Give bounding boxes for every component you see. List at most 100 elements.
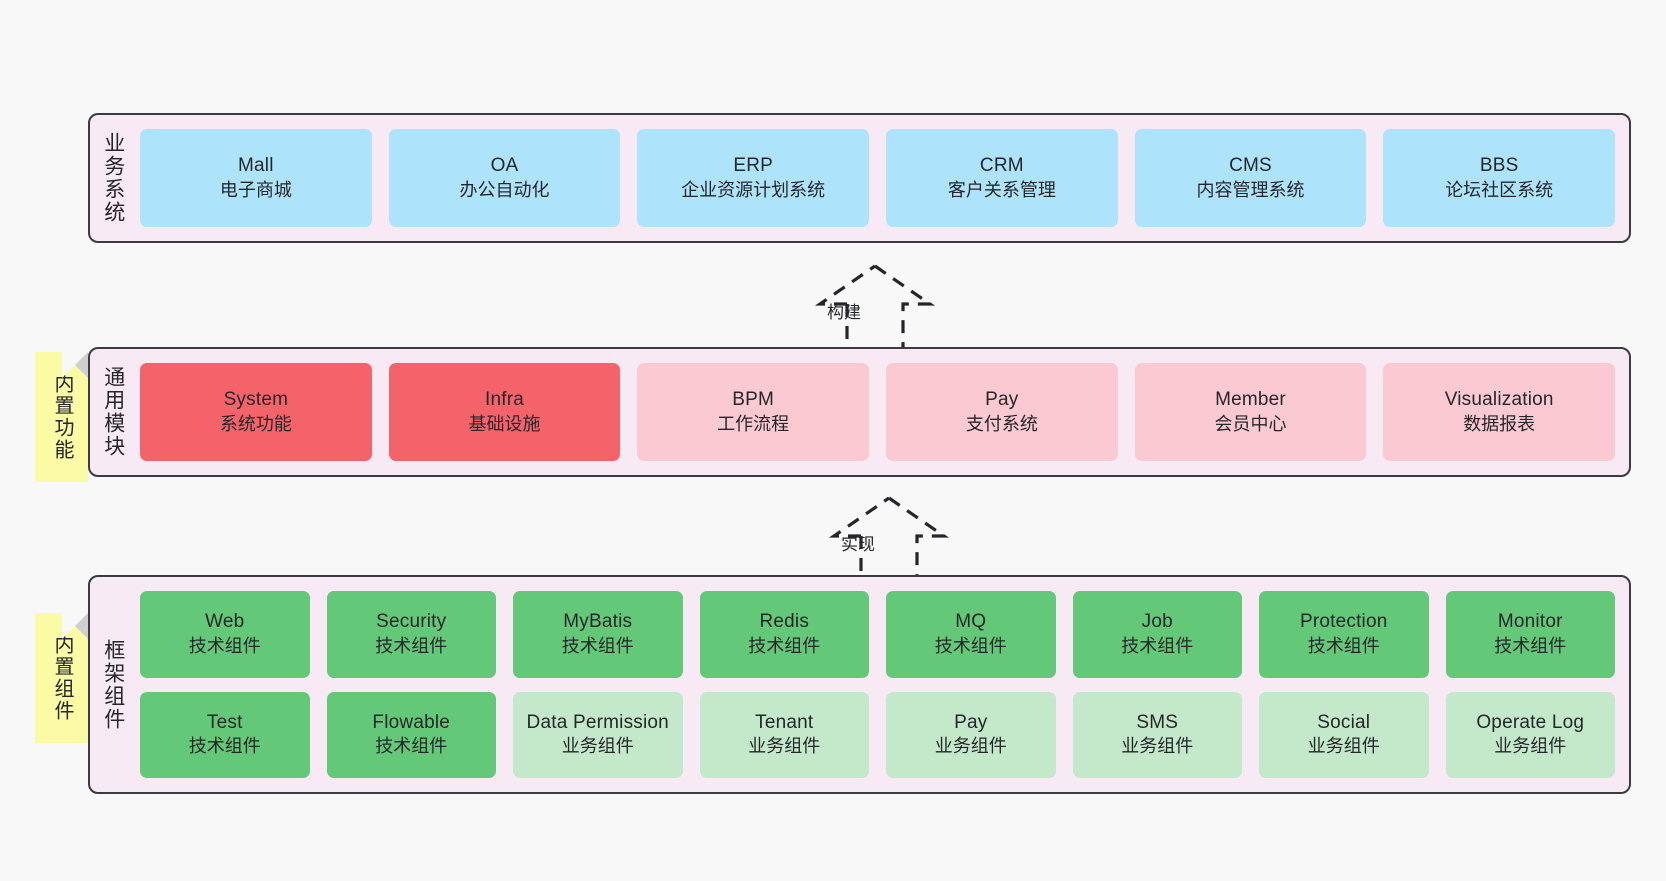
card-security[interactable]: Security 技术组件	[326, 591, 496, 678]
card-subtitle: 技术组件	[934, 635, 1007, 656]
card-title: SMS	[1136, 711, 1179, 733]
sticky-note-builtin-features: 内置功能	[35, 352, 88, 482]
card-tenant[interactable]: Tenant 业务组件	[699, 691, 869, 778]
card-pay-component[interactable]: Pay 业务组件	[886, 691, 1056, 778]
card-pay-module[interactable]: Pay 支付系统	[886, 363, 1118, 461]
card-subtitle: 内容管理系统	[1196, 179, 1305, 200]
card-title: Social	[1317, 711, 1371, 733]
layer-common-modules: 通用模块 System 系统功能 Infra 基础设施 BPM 工作流程 Pay…	[88, 347, 1631, 477]
card-mybatis[interactable]: MyBatis 技术组件	[513, 591, 683, 678]
card-web[interactable]: Web 技术组件	[140, 591, 310, 678]
card-title: Redis	[759, 611, 810, 633]
card-subtitle: 技术组件	[1307, 635, 1380, 656]
card-subtitle: 企业资源计划系统	[681, 179, 826, 200]
card-redis[interactable]: Redis 技术组件	[699, 591, 869, 678]
card-subtitle: 会员中心	[1214, 413, 1287, 434]
connector-realize: 实现	[814, 494, 964, 582]
dashed-hollow-arrow-icon	[828, 496, 950, 580]
card-subtitle: 客户关系管理	[947, 179, 1056, 200]
card-subtitle: 技术组件	[375, 635, 448, 656]
card-job[interactable]: Job 技术组件	[1072, 591, 1242, 678]
card-sms[interactable]: SMS 业务组件	[1072, 691, 1242, 778]
card-bpm[interactable]: BPM 工作流程	[637, 363, 870, 461]
card-subtitle: 论坛社区系统	[1445, 179, 1554, 200]
card-grid-common-modules: System 系统功能 Infra 基础设施 BPM 工作流程 Pay 支付系统…	[136, 349, 1629, 475]
layer-label-framework-components: 框架组件	[101, 638, 125, 731]
card-member[interactable]: Member 会员中心	[1134, 363, 1367, 461]
card-subtitle: 工作流程	[717, 413, 790, 434]
card-title: Mall	[238, 154, 274, 176]
card-title: BBS	[1479, 154, 1519, 176]
card-title: System	[223, 388, 289, 410]
card-subtitle: 业务组件	[561, 736, 634, 757]
card-subtitle: 技术组件	[375, 736, 448, 757]
card-subtitle: 业务组件	[934, 736, 1007, 757]
card-crm[interactable]: CRM 客户关系管理	[886, 129, 1118, 227]
card-title: Tenant	[755, 711, 814, 733]
card-data-permission[interactable]: Data Permission 业务组件	[513, 691, 683, 778]
card-subtitle: 办公自动化	[459, 179, 550, 200]
card-mq[interactable]: MQ 技术组件	[886, 591, 1056, 678]
layer-framework-components: 框架组件 Web 技术组件 Security 技术组件 MyBatis 技术组件…	[88, 575, 1631, 794]
card-subtitle: 业务组件	[1494, 736, 1567, 757]
card-title: Operate Log	[1476, 711, 1585, 733]
card-title: ERP	[733, 154, 774, 176]
card-cms[interactable]: CMS 内容管理系统	[1134, 129, 1367, 227]
card-subtitle: 技术组件	[188, 736, 261, 757]
dashed-hollow-arrow-icon	[814, 264, 936, 348]
card-protection[interactable]: Protection 技术组件	[1259, 591, 1429, 678]
connector-build-label: 构建	[827, 303, 861, 322]
layer-business-systems: 业务系统 Mall 电子商城 OA 办公自动化 ERP 企业资源计划系统 CRM…	[88, 113, 1631, 243]
card-system[interactable]: System 系统功能	[140, 363, 372, 461]
card-title: MyBatis	[563, 611, 633, 633]
card-subtitle: 技术组件	[748, 635, 821, 656]
card-grid-framework-components: Web 技术组件 Security 技术组件 MyBatis 技术组件 Redi…	[136, 577, 1629, 792]
card-title: Data Permission	[526, 711, 669, 733]
card-subtitle: 技术组件	[1494, 635, 1567, 656]
card-subtitle: 电子商城	[219, 179, 292, 200]
card-flowable[interactable]: Flowable 技术组件	[326, 691, 496, 778]
card-oa[interactable]: OA 办公自动化	[388, 129, 621, 227]
card-test[interactable]: Test 技术组件	[140, 691, 310, 778]
card-infra[interactable]: Infra 基础设施	[388, 363, 621, 461]
layer-label-common-modules: 通用模块	[101, 366, 125, 458]
card-title: MQ	[955, 611, 987, 633]
card-visualization[interactable]: Visualization 数据报表	[1383, 363, 1616, 461]
card-operate-log[interactable]: Operate Log 业务组件	[1445, 691, 1615, 778]
card-title: BPM	[732, 388, 775, 410]
card-subtitle: 技术组件	[188, 635, 261, 656]
card-title: Pay	[954, 711, 988, 733]
sticky-note-builtin-components: 内置组件	[35, 613, 88, 743]
card-subtitle: 技术组件	[1121, 635, 1194, 656]
card-mall[interactable]: Mall 电子商城	[140, 129, 372, 227]
folded-corner-cut	[62, 613, 88, 639]
card-row: Test 技术组件 Flowable 技术组件 Data Permission …	[140, 691, 1615, 778]
card-subtitle: 基础设施	[468, 413, 541, 434]
card-erp[interactable]: ERP 企业资源计划系统	[637, 129, 870, 227]
layer-label-business-systems: 业务系统	[101, 132, 125, 224]
connector-build: 构建	[800, 262, 950, 350]
card-monitor[interactable]: Monitor 技术组件	[1445, 591, 1615, 678]
card-title: Flowable	[372, 711, 451, 733]
card-title: Security	[376, 611, 447, 633]
card-row: System 系统功能 Infra 基础设施 BPM 工作流程 Pay 支付系统…	[140, 363, 1616, 461]
sticky-note-text: 内置功能	[51, 373, 73, 461]
folded-corner-cut	[62, 352, 88, 378]
card-title: CMS	[1229, 154, 1272, 176]
card-title: CRM	[979, 154, 1024, 176]
card-title: OA	[490, 154, 519, 176]
card-title: Member	[1215, 388, 1286, 410]
card-subtitle: 支付系统	[965, 413, 1038, 434]
card-bbs[interactable]: BBS 论坛社区系统	[1383, 129, 1616, 227]
card-social[interactable]: Social 业务组件	[1259, 691, 1429, 778]
card-grid-business-systems: Mall 电子商城 OA 办公自动化 ERP 企业资源计划系统 CRM 客户关系…	[136, 115, 1629, 241]
card-title: Job	[1141, 611, 1173, 633]
card-subtitle: 业务组件	[1121, 736, 1194, 757]
card-title: Protection	[1299, 611, 1388, 633]
card-row: Mall 电子商城 OA 办公自动化 ERP 企业资源计划系统 CRM 客户关系…	[140, 129, 1616, 227]
card-subtitle: 数据报表	[1463, 413, 1536, 434]
card-subtitle: 业务组件	[748, 736, 821, 757]
card-title: Monitor	[1497, 611, 1563, 633]
card-row: Web 技术组件 Security 技术组件 MyBatis 技术组件 Redi…	[140, 591, 1615, 678]
